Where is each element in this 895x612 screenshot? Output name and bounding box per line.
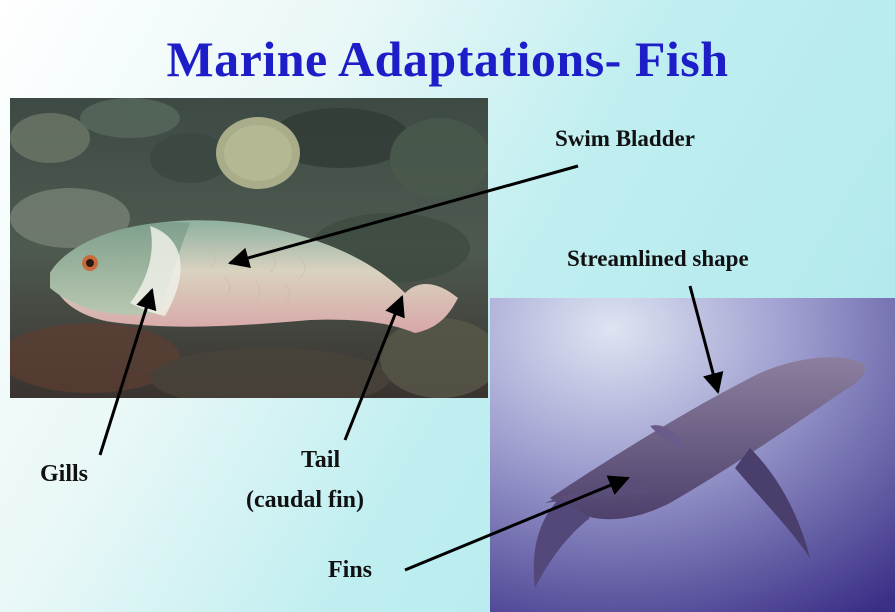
tail-label: Tail [301, 447, 340, 474]
swim-bladder-label: Swim Bladder [555, 126, 695, 152]
fins-arrow [405, 478, 628, 570]
tail-arrow [345, 297, 402, 440]
swim-bladder-arrow [230, 166, 578, 263]
gills-arrow [100, 290, 152, 455]
streamlined-arrow [690, 286, 718, 392]
streamlined-shape-label: Streamlined shape [567, 246, 749, 272]
fins-label: Fins [328, 557, 372, 584]
caudal-fin-label: (caudal fin) [246, 487, 364, 514]
gills-label: Gills [40, 461, 88, 488]
